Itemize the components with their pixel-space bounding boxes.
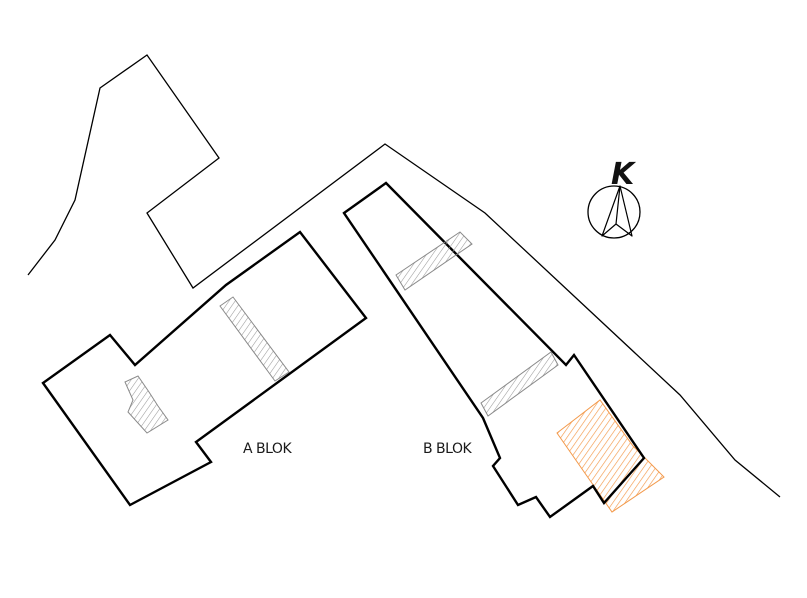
block-a-core-hatch (124, 375, 169, 434)
north-label: K (611, 157, 637, 192)
block-b-label: B BLOK (423, 441, 472, 457)
parcel-boundary-line (27, 54, 781, 498)
north-arrow: K (587, 157, 641, 239)
block-b-lower-connector-hatch (480, 351, 559, 417)
block-a-label: A BLOK (243, 441, 292, 457)
orange-hatched-zone (556, 399, 665, 513)
block-b-outline (342, 181, 646, 519)
block-a-outline (41, 230, 368, 507)
north-arrow-circle (587, 185, 641, 239)
block-b-upper-connector-hatch (395, 231, 473, 291)
block-a-connector-hatch (219, 296, 290, 382)
